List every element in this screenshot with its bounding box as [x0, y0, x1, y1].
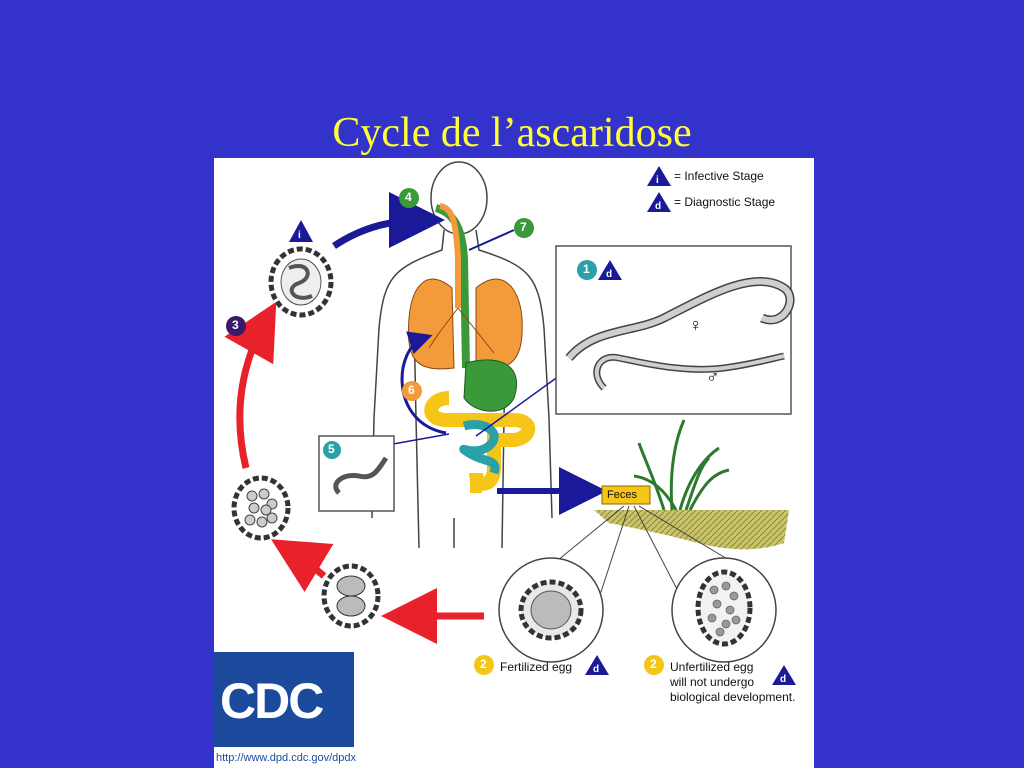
- slide-title: Cycle de l’ascaridose: [332, 110, 692, 156]
- legend-diagnostic-label: = Diagnostic Stage: [674, 195, 776, 209]
- larva: [333, 456, 389, 495]
- step-6-number: 6: [408, 383, 415, 397]
- step-7-number: 7: [520, 220, 527, 234]
- feces-box: [601, 485, 651, 505]
- development-arrow-3: [224, 301, 277, 469]
- step-4-marker: [399, 188, 419, 208]
- step-5-marker: [323, 441, 341, 459]
- male-symbol: ♂: [706, 367, 720, 387]
- infective-stage-icon: [289, 220, 313, 242]
- step7-pointer: [468, 229, 515, 251]
- grass-illustration: [633, 419, 730, 511]
- step-3-number: 3: [232, 318, 239, 332]
- feces-label: Feces: [607, 489, 637, 501]
- infective-egg: [268, 246, 334, 318]
- migration-arrow: [400, 331, 447, 435]
- infective-letter: i: [298, 230, 301, 241]
- step-2-fertilized-number: 2: [480, 657, 487, 671]
- unfertilized-egg-label-3: biological development.: [670, 690, 796, 704]
- legend-infective-letter: i: [656, 175, 659, 186]
- step-3-marker: [226, 316, 246, 336]
- intestines: [424, 391, 536, 493]
- step-2-unfertilized-marker: [644, 655, 664, 675]
- cdc-logo: CDC: [214, 652, 354, 747]
- female-symbol: ♀: [689, 315, 703, 335]
- cdc-url: http://www.dpd.cdc.gov/dpdx: [216, 752, 357, 764]
- diagnostic-stage-icon-fertilized: [585, 655, 609, 675]
- cdc-tagline: SAFER · HEALTHIER · PEOPLE™: [214, 742, 345, 749]
- step-1-number: 1: [583, 262, 590, 276]
- embryonated-egg: [231, 475, 291, 541]
- unfertilized-egg-label-1: Unfertilized egg: [670, 660, 754, 674]
- diagnostic-letter-unfertilized: d: [780, 674, 787, 685]
- diagnostic-letter-fertilized: d: [593, 664, 600, 675]
- step-4-number: 4: [405, 190, 412, 204]
- step-2-unfertilized-number: 2: [650, 657, 657, 671]
- step-7-marker: [514, 218, 534, 238]
- two-cell-egg: [321, 563, 381, 629]
- ascaris-life-cycle-figure: 4 7 6 3 5 1 2 2 i i d d d d = Infective …: [214, 158, 814, 768]
- stomach: [463, 359, 517, 412]
- step-1-marker: [577, 260, 597, 280]
- unfertilized-egg: [671, 557, 777, 663]
- step-6-marker: [402, 381, 422, 401]
- right-lung: [475, 278, 523, 370]
- legend-diagnostic-icon: [647, 192, 671, 212]
- step-2-fertilized-marker: [474, 655, 494, 675]
- diagnostic-letter-1: d: [606, 269, 613, 280]
- unfertilized-egg-label-2: will not undergo: [670, 675, 755, 689]
- left-lung: [407, 278, 455, 370]
- legend-infective-icon: [647, 166, 671, 186]
- step-5-number: 5: [328, 442, 335, 456]
- legend-diagnostic-letter: d: [655, 201, 662, 212]
- diagnostic-stage-icon-1: [598, 260, 622, 280]
- life-cycle-diagram: [224, 161, 796, 685]
- cdc-logo-text: CDC: [220, 673, 324, 729]
- legend-infective-label: = Infective Stage: [674, 169, 764, 183]
- ingestion-arrow: [332, 192, 445, 249]
- fertilized-egg-label: Fertilized egg: [500, 660, 573, 674]
- fertilized-egg: [498, 557, 604, 663]
- development-arrow-2: [270, 539, 334, 593]
- diagnostic-stage-icon-unfertilized: [772, 665, 796, 685]
